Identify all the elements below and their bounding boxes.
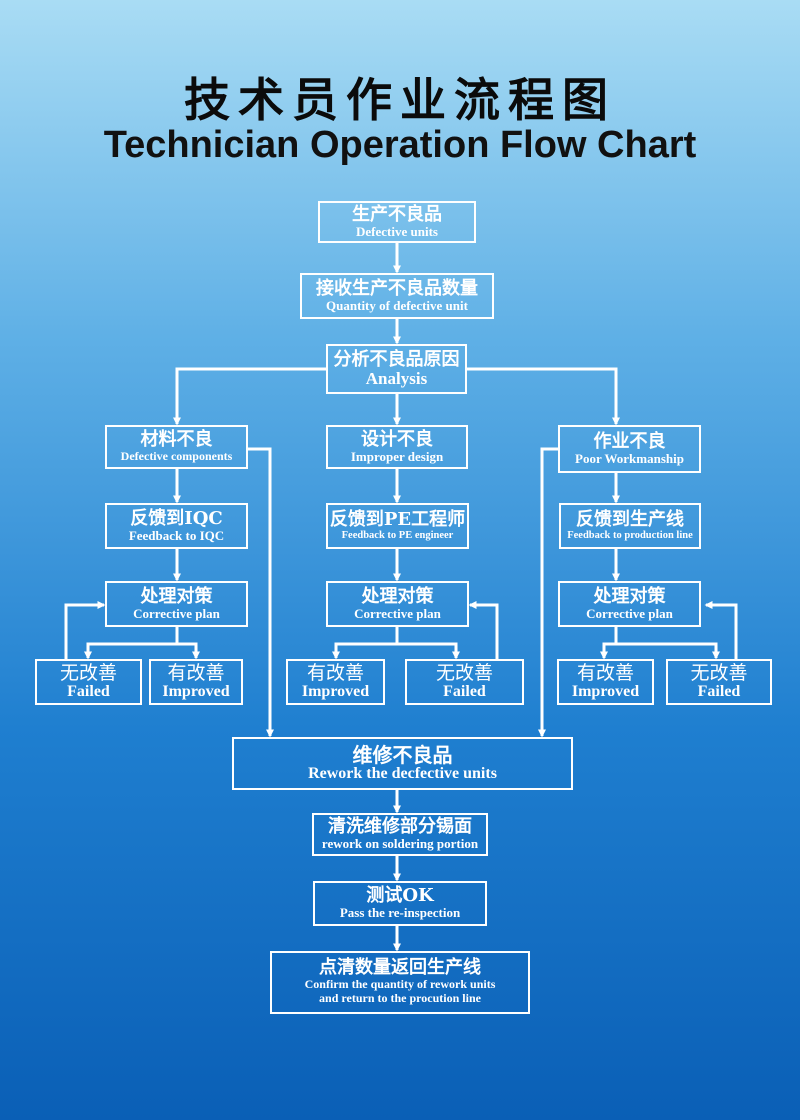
node-test-cn: 测试OK — [366, 885, 434, 907]
arrow-corrective-to-improved-right — [600, 626, 618, 660]
arrow-workmanship-to-rework — [538, 447, 558, 738]
node-test-en: Pass the re-inspection — [339, 905, 461, 921]
node-rework-en: Rework the decfective units — [308, 764, 497, 782]
node-defective-components: 材料不良 Defective components — [105, 425, 248, 469]
node-final-en-line2: and return to the procution line — [319, 990, 481, 1005]
node-feedback-pe-en: Feedback to PE engineer — [341, 529, 454, 541]
node-improved-left: 有改善 Improved — [149, 659, 243, 705]
node-feedback-line-en: Feedback to production line — [567, 529, 693, 541]
node-quantity: 接收生产不良品数量 Quantity of defective unit — [300, 273, 494, 319]
arrow-material-to-rework — [248, 447, 274, 738]
improved-en: Improved — [301, 682, 370, 700]
failed-en: Failed — [697, 682, 741, 700]
arrow-failed-loop-left — [64, 601, 106, 660]
node-clean-en: rework on soldering portion — [321, 836, 479, 852]
node-test-ok: 测试OK Pass the re-inspection — [313, 881, 487, 926]
node-improved-right: 有改善 Improved — [557, 659, 654, 705]
chart-title-chinese: 技术员作业流程图 — [184, 73, 616, 127]
node-feedback-pe: 反馈到PE工程师 Feedback to PE engineer — [326, 503, 469, 549]
node-feedback-iqc-en: Feedback to IQC — [128, 527, 225, 543]
node-analysis: 分析不良品原因 Analysis — [326, 344, 467, 394]
failed-cn: 无改善 — [690, 661, 748, 684]
node-final-cn: 点清数量返回生产线 — [319, 957, 481, 979]
corrective-cn: 处理对策 — [361, 585, 434, 607]
node-poor-workmanship: 作业不良 Poor Workmanship — [558, 425, 701, 473]
corrective-cn: 处理对策 — [140, 585, 213, 607]
node-defective-units-cn: 生产不良品 — [352, 203, 442, 225]
failed-cn: 无改善 — [435, 661, 493, 684]
arrow-failed-loop-right — [704, 601, 738, 660]
improved-cn: 有改善 — [306, 661, 364, 684]
node-design-en: Improper design — [350, 448, 444, 464]
corrective-en: Corrective plan — [133, 605, 220, 621]
node-feedback-iqc: 反馈到IQC Feedback to IQC — [105, 503, 248, 549]
node-workmanship-cn: 作业不良 — [593, 430, 666, 452]
node-material-en: Defective components — [120, 449, 233, 464]
failed-cn: 无改善 — [59, 661, 117, 684]
node-feedback-line: 反馈到生产线 Feedback to production line — [559, 503, 701, 549]
node-corrective-plan-right: 处理对策 Corrective plan — [558, 581, 701, 627]
failed-en: Failed — [67, 682, 110, 700]
node-corrective-plan-left: 处理对策 Corrective plan — [105, 581, 248, 627]
node-feedback-iqc-cn: 反馈到IQC — [130, 507, 223, 529]
node-defective-units: 生产不良品 Defective units — [318, 201, 476, 243]
node-failed-left: 无改善 Failed — [35, 659, 142, 705]
node-material-cn: 材料不良 — [140, 429, 213, 451]
node-feedback-line-cn: 反馈到生产线 — [576, 509, 684, 531]
arrow-corrective-to-failed-right — [614, 626, 720, 660]
chart-title-english: Technician Operation Flow Chart — [103, 124, 697, 166]
node-quantity-en: Quantity of defective unit — [326, 297, 468, 313]
node-improved-mid: 有改善 Improved — [286, 659, 385, 705]
node-final-en-line1: Confirm the quantity of rework units — [304, 977, 496, 992]
arrow-failed-loop-mid — [468, 601, 499, 660]
corrective-en: Corrective plan — [586, 605, 673, 621]
node-clean-solder: 清洗维修部分锡面 rework on soldering portion — [312, 813, 488, 856]
node-quantity-cn: 接收生产不良品数量 — [316, 277, 478, 299]
improved-cn: 有改善 — [167, 661, 225, 684]
arrow-analysis-to-workmanship — [467, 367, 620, 426]
node-return-line: 点清数量返回生产线 Confirm the quantity of rework… — [270, 951, 530, 1014]
arrow-corrective-to-failed-left — [84, 626, 179, 660]
arrow-corrective-to-improved-mid — [332, 626, 399, 660]
node-rework-cn: 维修不良品 — [352, 742, 453, 767]
node-failed-mid: 无改善 Failed — [405, 659, 524, 705]
node-feedback-pe-cn: 反馈到PE工程师 — [329, 509, 466, 531]
node-design-cn: 设计不良 — [361, 428, 433, 450]
node-failed-right: 无改善 Failed — [666, 659, 772, 705]
node-workmanship-en: Poor Workmanship — [575, 450, 684, 466]
arrow-corrective-to-failed-mid — [395, 626, 460, 660]
arrow-corrective-to-improved-left — [175, 626, 200, 660]
improved-en: Improved — [571, 682, 640, 700]
node-defective-units-en: Defective units — [356, 223, 438, 239]
node-rework: 维修不良品 Rework the decfective units — [232, 737, 573, 790]
improved-cn: 有改善 — [576, 661, 634, 684]
corrective-en: Corrective plan — [354, 605, 441, 621]
arrow-analysis-to-material — [173, 367, 326, 426]
node-clean-cn: 清洗维修部分锡面 — [328, 816, 472, 838]
node-corrective-plan-mid: 处理对策 Corrective plan — [326, 581, 469, 627]
node-improper-design: 设计不良 Improper design — [326, 425, 468, 469]
failed-en: Failed — [443, 682, 486, 700]
corrective-cn: 处理对策 — [593, 585, 666, 607]
node-analysis-cn: 分析不良品原因 — [333, 348, 460, 370]
improved-en: Improved — [162, 682, 230, 700]
node-analysis-en: Analysis — [365, 368, 428, 388]
